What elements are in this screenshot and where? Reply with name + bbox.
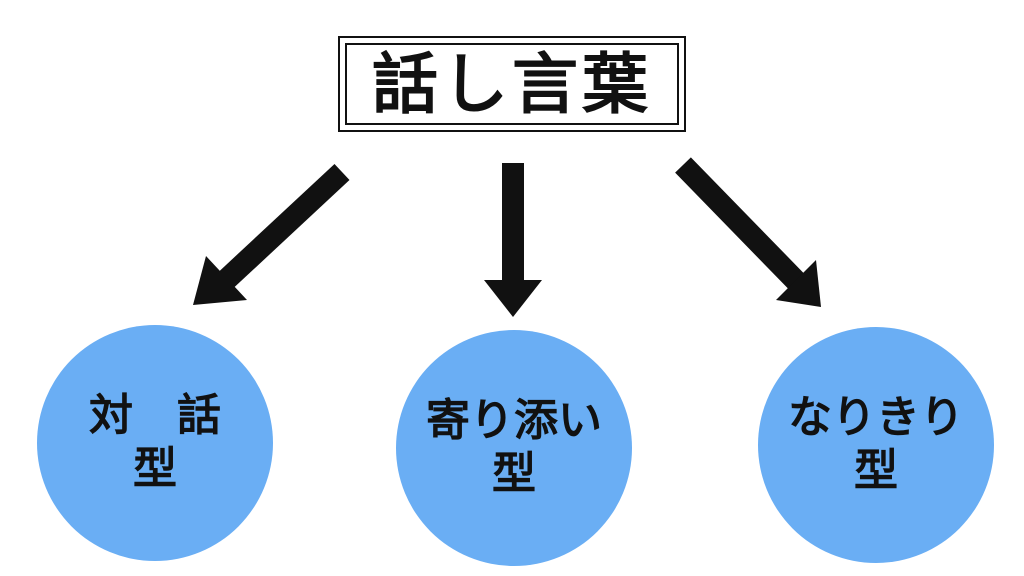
node-narikiri-line1: なりきり bbox=[788, 392, 964, 444]
arrow-to-narikiri bbox=[675, 157, 821, 307]
node-taiwa-line2: 型 bbox=[133, 443, 177, 494]
arrow-head-middle bbox=[484, 280, 542, 317]
arrow-to-yorisoi bbox=[484, 163, 542, 317]
title-box: 話し言葉 bbox=[338, 36, 686, 132]
node-yorisoi-line1: 寄り添い bbox=[426, 395, 602, 447]
node-taiwa-circle: 対 話 型 bbox=[37, 325, 273, 561]
node-yorisoi-circle: 寄り添い 型 bbox=[396, 330, 632, 566]
title-inner-frame: 話し言葉 bbox=[345, 43, 679, 125]
arrow-shaft-left bbox=[218, 163, 350, 289]
node-yorisoi-line2: 型 bbox=[492, 448, 536, 499]
node-taiwa-line1: 対 話 bbox=[89, 390, 221, 442]
node-narikiri-line2: 型 bbox=[854, 445, 898, 496]
arrow-head-left bbox=[193, 256, 247, 305]
diagram-title: 話し言葉 bbox=[372, 45, 652, 123]
arrow-to-taiwa bbox=[193, 163, 350, 305]
node-narikiri-circle: なりきり 型 bbox=[758, 327, 994, 563]
arrow-shaft-right bbox=[675, 157, 804, 289]
arrow-head-right bbox=[776, 260, 821, 307]
